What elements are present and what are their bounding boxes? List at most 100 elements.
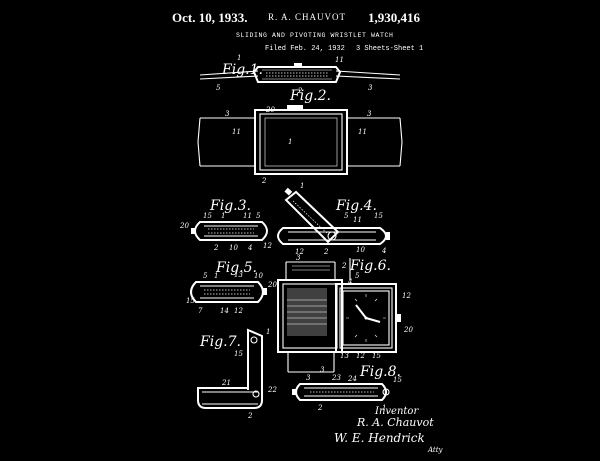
fig3-crown <box>191 228 196 234</box>
fig5-case-body <box>190 281 264 303</box>
fig2-label: Fig.2. <box>289 88 331 104</box>
figure-4-pivot-section: Fig.4. 1 5 11 15 12 2 10 4 <box>277 182 390 256</box>
svg-text:2: 2 <box>261 177 267 185</box>
svg-text:2: 2 <box>247 412 253 420</box>
svg-text:10: 10 <box>229 244 238 252</box>
svg-text:20: 20 <box>179 222 189 230</box>
svg-text:12: 12 <box>356 352 365 360</box>
signature-block: Inventor R. A. Chauvot W. E. Hendrick At… <box>334 406 444 454</box>
fig8-label: Fig.8. <box>359 364 401 380</box>
fig8-case-body <box>295 383 387 401</box>
svg-text:5: 5 <box>256 212 261 220</box>
svg-text:5: 5 <box>203 272 208 280</box>
svg-text:2: 2 <box>297 87 303 95</box>
svg-text:4: 4 <box>247 244 252 252</box>
svg-text:2: 2 <box>213 244 219 252</box>
fig1-case-profile <box>252 66 342 83</box>
fig5-crown <box>262 288 267 295</box>
svg-text:13: 13 <box>340 352 349 360</box>
svg-text:7: 7 <box>198 307 203 315</box>
fig5-label: Fig.5. <box>215 260 257 276</box>
svg-text:15: 15 <box>186 297 195 305</box>
svg-text:11: 11 <box>353 216 362 224</box>
svg-text:4: 4 <box>347 278 352 286</box>
svg-text:22: 22 <box>267 386 277 394</box>
fig1-strap-right <box>335 70 401 80</box>
svg-text:24: 24 <box>347 375 357 383</box>
svg-text:5: 5 <box>355 272 360 280</box>
fig6-crown <box>396 314 401 322</box>
fig7-carrier <box>197 328 263 409</box>
fig4-crown <box>284 187 293 196</box>
fig6-strap-top <box>285 261 336 280</box>
svg-text:15: 15 <box>203 212 212 220</box>
svg-text:20: 20 <box>265 106 275 114</box>
svg-text:11: 11 <box>243 212 252 220</box>
svg-text:3: 3 <box>306 374 311 382</box>
svg-text:3: 3 <box>368 84 373 92</box>
svg-text:15: 15 <box>234 350 243 358</box>
svg-text:1: 1 <box>382 404 386 412</box>
fig2-strap-left <box>197 117 255 167</box>
attorney-signature: W. E. Hendrick <box>334 431 425 445</box>
figure-7-pivot-detail: Fig.7. 1 15 21 22 2 <box>197 328 277 420</box>
inventor-signature: R. A. Chauvot <box>356 416 434 429</box>
fig6-strap-bottom <box>287 352 335 373</box>
figure-1-side-view: Fig.1. 1 11 5 2 3 <box>199 54 401 95</box>
figure-2-plan-view: Fig.2. 1 20 3 3 11 11 2 <box>197 88 403 185</box>
fig1-label: Fig.1. <box>221 62 263 78</box>
svg-text:2: 2 <box>323 248 329 256</box>
inventor-name: R. A. CHAUVOT <box>268 12 346 22</box>
fig6-label: Fig.6. <box>349 258 391 274</box>
svg-text:21: 21 <box>221 379 231 387</box>
fig7-label: Fig.7. <box>199 334 241 350</box>
figure-5-slide-section: Fig.5. 5 1 13 10 15 7 14 12 20 <box>186 260 277 315</box>
fig6-dial <box>342 290 390 346</box>
svg-text:4: 4 <box>381 247 386 255</box>
fig2-crown <box>287 105 303 110</box>
figure-3-section: Fig.3. 20 15 1 11 5 2 10 4 12 <box>179 198 272 252</box>
attorney-suffix: Atty <box>427 446 444 454</box>
fig4-tilted-case <box>284 190 340 244</box>
svg-text:12: 12 <box>263 242 272 250</box>
svg-text:20: 20 <box>267 281 277 289</box>
svg-text:11: 11 <box>232 128 241 136</box>
fig1-strap-left <box>199 70 259 80</box>
fig4-label: Fig.4. <box>335 198 377 214</box>
patent-date: Oct. 10, 1933. <box>172 10 247 25</box>
svg-text:1: 1 <box>300 182 304 190</box>
svg-text:2: 2 <box>341 262 347 270</box>
svg-text:20: 20 <box>403 326 413 334</box>
inventor-label: Inventor <box>374 406 419 417</box>
svg-text:10: 10 <box>254 272 263 280</box>
patent-header: Oct. 10, 1933. R. A. CHAUVOT 1,930,416 S… <box>172 10 423 53</box>
fig6-watch-hands <box>355 304 381 323</box>
svg-text:11: 11 <box>335 56 344 64</box>
svg-text:1: 1 <box>237 54 241 62</box>
svg-text:1: 1 <box>214 272 218 280</box>
svg-text:15: 15 <box>393 376 402 384</box>
svg-text:15: 15 <box>374 212 383 220</box>
svg-text:15: 15 <box>372 352 381 360</box>
svg-text:12: 12 <box>402 292 411 300</box>
fig6-carrier-frame <box>277 279 343 353</box>
fig2-dial <box>264 117 338 167</box>
figure-6-open-watch: Fig.6. 3 2 4 5 12 20 13 12 15 3 <box>277 254 413 382</box>
fig4-pivot <box>327 231 337 241</box>
svg-text:12: 12 <box>295 248 304 256</box>
svg-text:11: 11 <box>358 128 367 136</box>
fig6-dial-ticks <box>346 294 386 342</box>
patent-number: 1,930,416 <box>368 10 421 25</box>
svg-text:13: 13 <box>234 271 243 279</box>
svg-text:23: 23 <box>331 374 341 382</box>
fig2-strap-right <box>347 117 403 167</box>
svg-text:3: 3 <box>320 366 325 374</box>
filing-date: Filed Feb. 24, 1932 <box>265 45 345 53</box>
sheet-count: 3 Sheets-Sheet 1 <box>356 45 423 53</box>
svg-text:14: 14 <box>220 307 229 315</box>
fig1-crown <box>294 63 302 67</box>
svg-text:1: 1 <box>221 212 225 220</box>
svg-text:1: 1 <box>266 328 270 336</box>
svg-text:1: 1 <box>288 138 292 146</box>
